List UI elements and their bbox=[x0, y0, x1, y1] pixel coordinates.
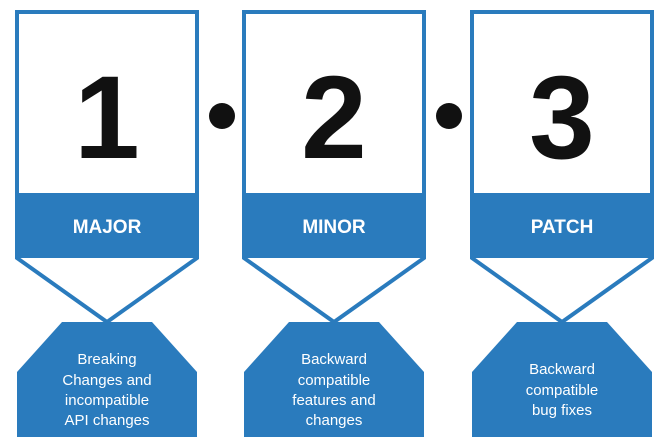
description-line: compatible bbox=[526, 382, 599, 399]
version-label: MAJOR bbox=[73, 217, 142, 238]
description-line: Changes and bbox=[62, 372, 151, 389]
label-band bbox=[244, 193, 424, 258]
description-line: Backward bbox=[529, 361, 595, 378]
description-line: bug fixes bbox=[532, 402, 592, 419]
version-label: PATCH bbox=[531, 217, 594, 238]
description-line: Breaking bbox=[77, 351, 136, 368]
label-band bbox=[472, 193, 652, 258]
description-line: compatible bbox=[298, 372, 371, 389]
description-badge bbox=[244, 322, 424, 437]
description-line: Backward bbox=[301, 351, 367, 368]
description-line: changes bbox=[306, 412, 363, 429]
separator-dot-icon bbox=[436, 103, 462, 129]
description-line: API changes bbox=[64, 412, 149, 429]
version-number: 1 bbox=[74, 52, 140, 184]
version-number: 2 bbox=[301, 52, 367, 184]
separator-dot-icon bbox=[209, 103, 235, 129]
description-badge bbox=[472, 322, 652, 437]
description-line: features and bbox=[292, 392, 375, 409]
description-line: incompatible bbox=[65, 392, 149, 409]
description-badge bbox=[17, 322, 197, 437]
version-label: MINOR bbox=[302, 217, 366, 238]
version-number: 3 bbox=[529, 52, 595, 184]
label-band bbox=[17, 193, 197, 258]
version-card-minor: 2 MINOR Backward compatible features and… bbox=[242, 10, 426, 437]
version-card-patch: 3 PATCH Backward compatible bug fixes bbox=[470, 10, 654, 437]
version-card-major: 1 MAJOR Breaking Changes and incompatibl… bbox=[15, 10, 199, 437]
